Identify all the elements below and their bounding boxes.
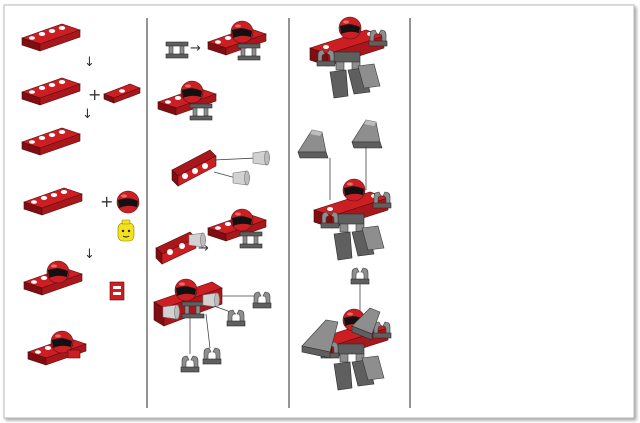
right-arrow: → (190, 41, 201, 56)
red-tile-icon (67, 349, 81, 359)
red-helmet-icon (116, 190, 140, 214)
down-arrow: ↓ (84, 247, 95, 262)
column-2-assembly-step (153, 278, 223, 327)
guide-line (213, 157, 257, 161)
red-tile-icon (109, 281, 125, 301)
red-helmet-icon (230, 208, 254, 232)
column-2-steps: → → (153, 20, 272, 373)
red-helmet-icon (230, 20, 254, 44)
plus-sign: + (88, 85, 101, 104)
column-1-steps: ↓ + ↓ + ↓ (21, 23, 141, 366)
down-arrow: ↓ (84, 55, 95, 70)
right-arrow: → (198, 241, 209, 256)
grey-cone-icon (232, 170, 250, 186)
red-brick-with-holes-icon (171, 149, 217, 187)
grey-cone-icon (252, 150, 270, 166)
down-arrow: ↓ (82, 107, 93, 122)
plus-sign: + (100, 192, 113, 211)
red-helmet-icon (46, 260, 70, 284)
guide-line (205, 313, 211, 349)
mech-with-shoulders-icon (301, 307, 391, 390)
red-helmet-icon (180, 80, 204, 104)
red-brick-with-cones-icon (155, 231, 206, 265)
column-3-steps (297, 17, 391, 390)
guide-line (213, 171, 237, 179)
